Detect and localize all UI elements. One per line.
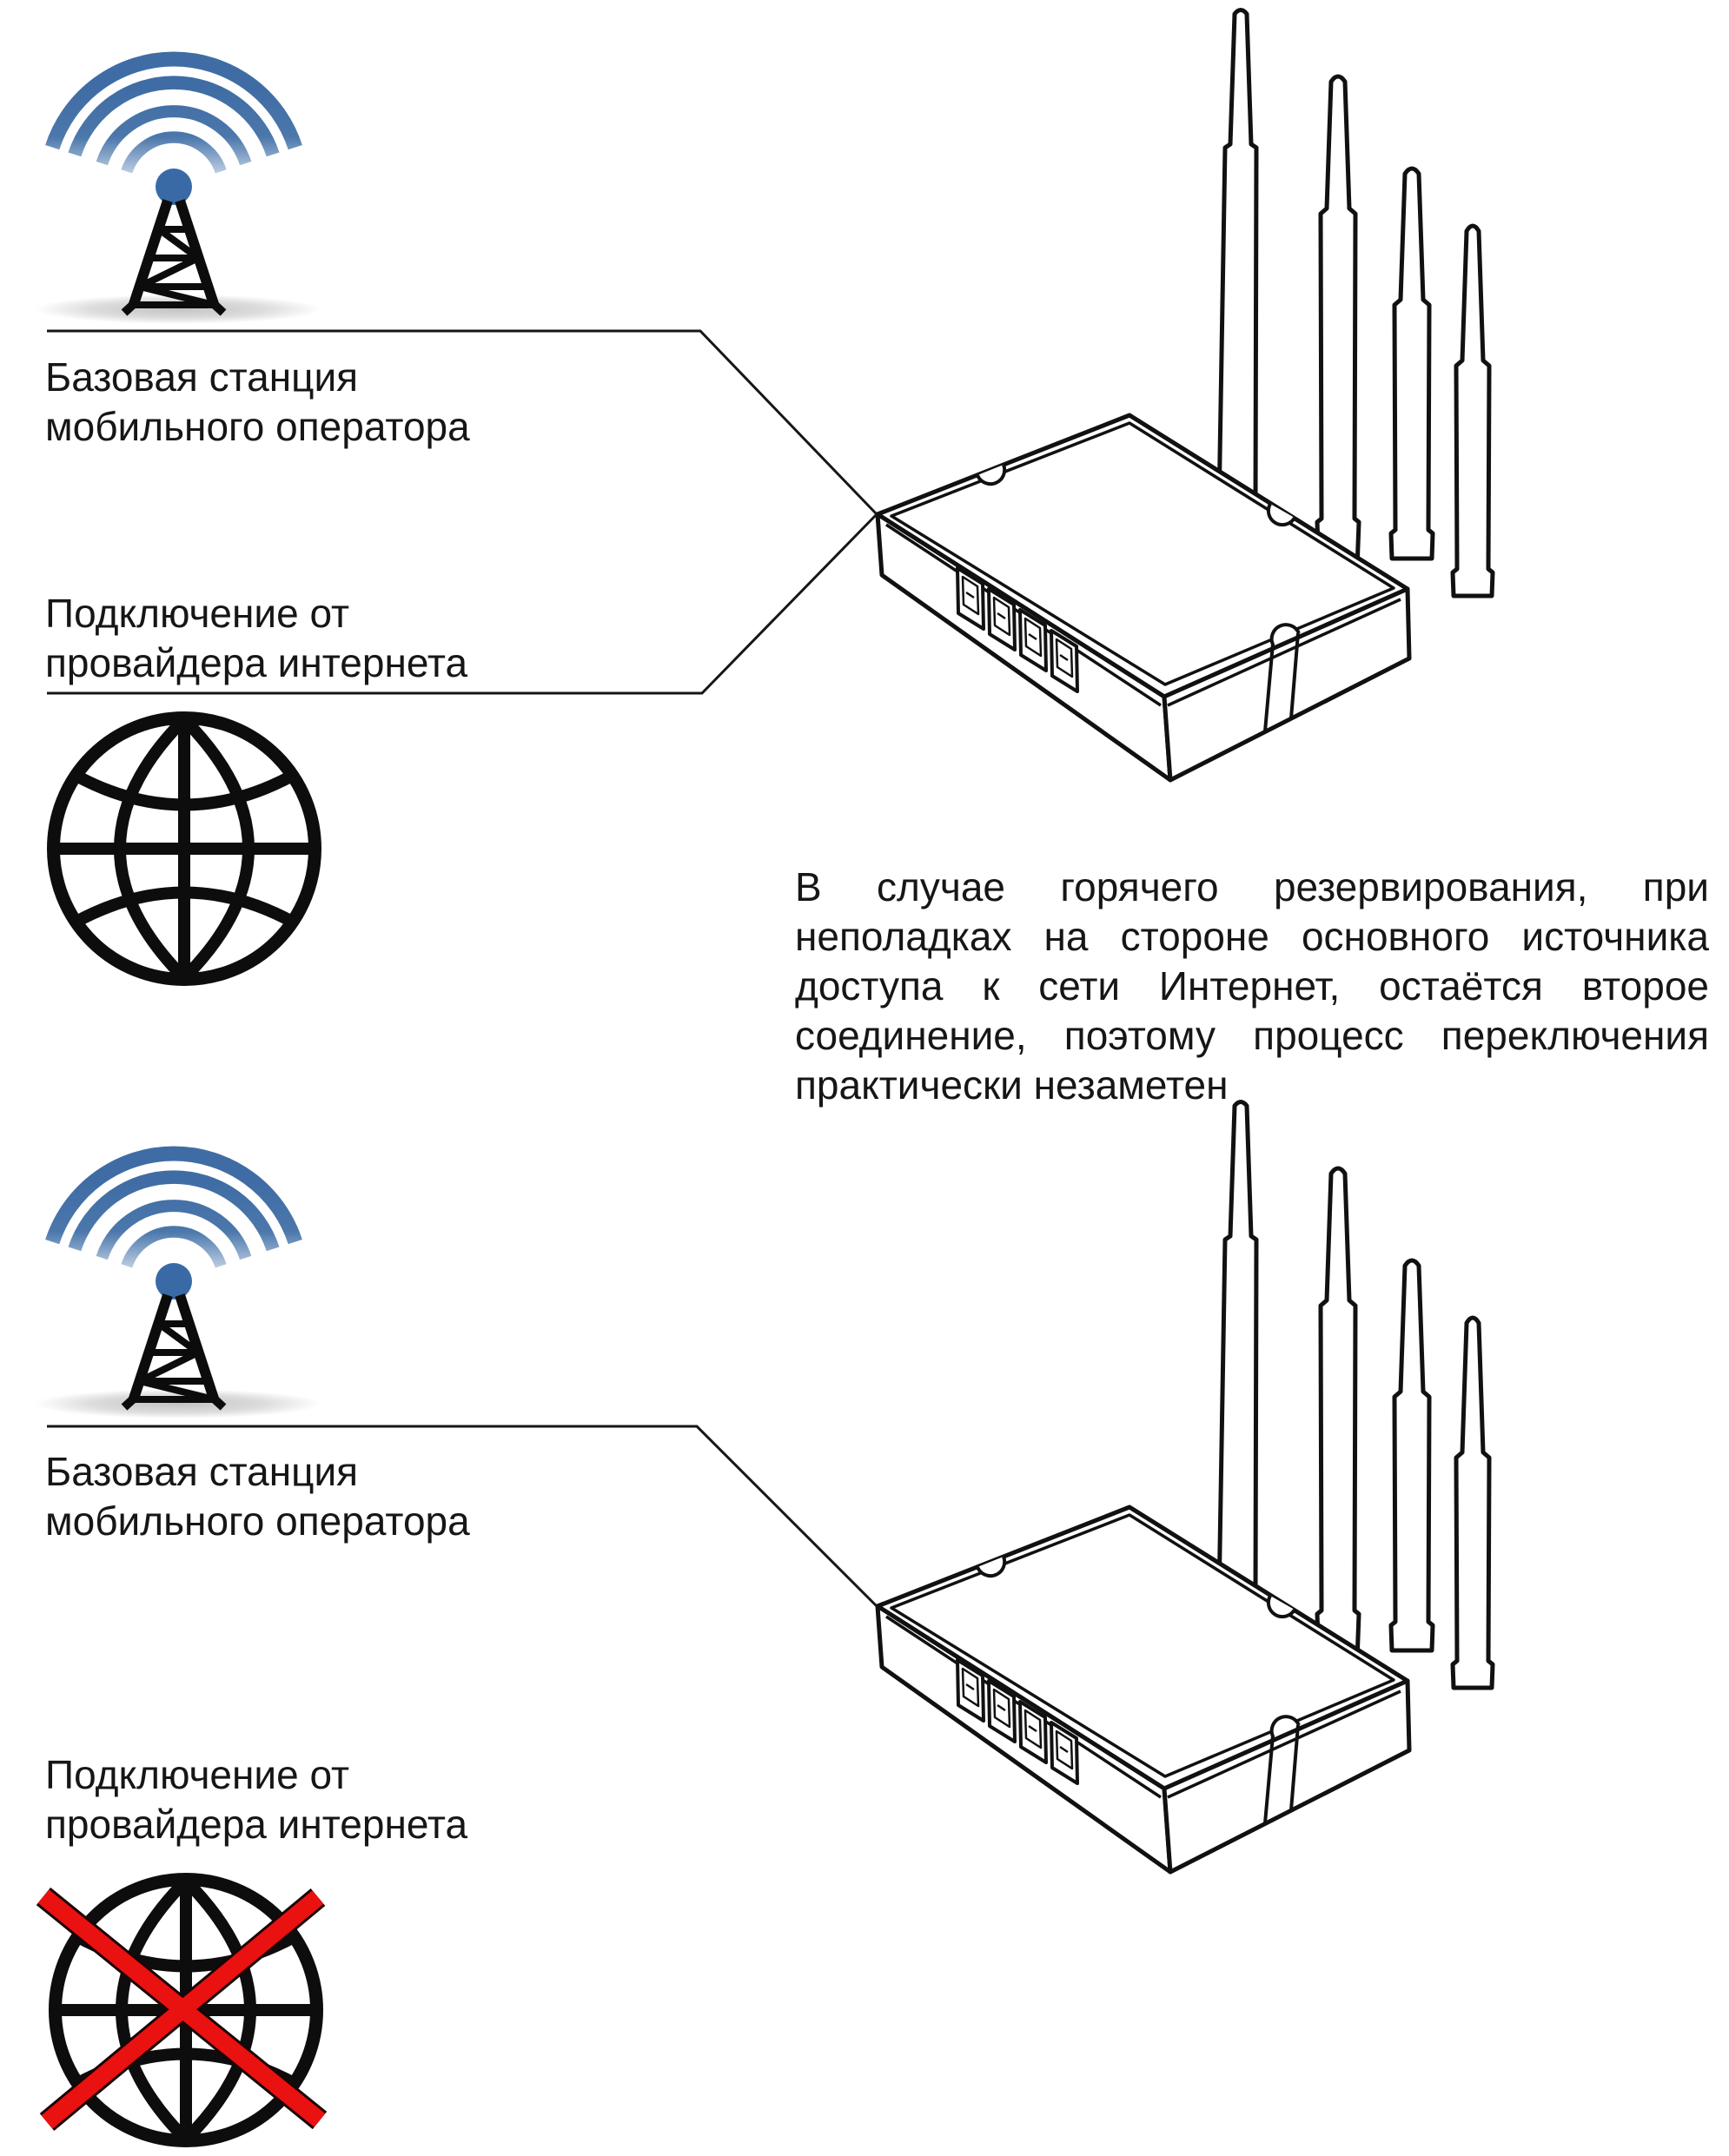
provider-label-top: Подключение от провайдера интернета <box>45 589 467 688</box>
provider-label-bottom-line2: провайдера интернета <box>45 1802 468 1847</box>
description-line: доступа к сети Интернет, остаётся второе <box>795 963 1709 1009</box>
provider-label-bottom: Подключение от провайдера интернета <box>45 1750 467 1849</box>
station-label-top: Базовая станция мобильного оператора <box>45 353 470 452</box>
provider-label-bottom-line1: Подключение от <box>45 1752 350 1797</box>
station-label-top-line2: мобильного оператора <box>45 404 470 449</box>
description-line: В случае горячего резервирования, при <box>795 864 1709 909</box>
station-label-top-line1: Базовая станция <box>45 354 359 400</box>
station-label-bottom: Базовая станция мобильного оператора <box>45 1447 470 1546</box>
callout-line-station-bottom <box>47 1425 878 1608</box>
provider-label-top-line2: провайдера интернета <box>45 640 468 685</box>
description-line: соединение, поэтому процесс переключения <box>795 1013 1709 1058</box>
callout-line-station-top <box>47 329 878 516</box>
station-label-bottom-line1: Базовая станция <box>45 1449 359 1494</box>
callout-line-provider-top <box>47 513 878 695</box>
description-paragraph: В случае горячего резервирования, при не… <box>795 863 1709 1110</box>
description-line: неполадках на стороне основного источник… <box>795 914 1709 959</box>
station-label-bottom-line2: мобильного оператора <box>45 1498 470 1544</box>
provider-label-top-line1: Подключение от <box>45 591 350 636</box>
description-line: практически незаметен <box>795 1062 1229 1108</box>
